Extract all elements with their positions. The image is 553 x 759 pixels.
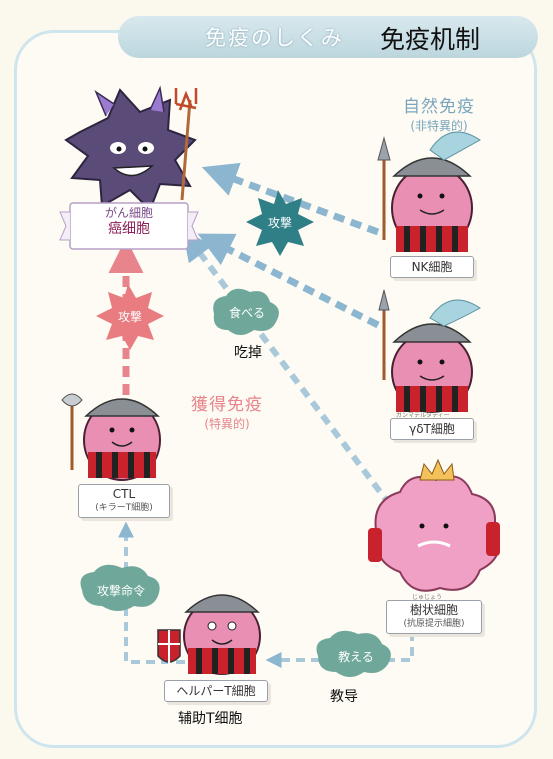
innate-subtitle: (非特異的) (410, 119, 468, 133)
title-band (118, 16, 538, 58)
dendritic-ruby: じゅじょう (412, 594, 443, 601)
teach-caption-cn: 教导 (330, 689, 358, 705)
helper-cell-illustration (157, 594, 261, 675)
title-chinese: 免疫机制 (380, 25, 481, 54)
arrow-nk-to-cancer (201, 162, 380, 236)
command-text: 攻撃命令 (96, 584, 145, 598)
ctl-cell-label: CTL (キラーT細胞) (78, 484, 170, 518)
arrow-gamma-delta-to-cancer (197, 233, 380, 329)
dendritic-cell-label: 樹状細胞 (抗原提示細胞) (386, 600, 482, 634)
gamma-delta-cell-illustration (378, 289, 481, 413)
cancer-label-jp: がん細胞 (104, 206, 153, 220)
nk-cell-label: NK細胞 (390, 256, 474, 278)
command-cloud (80, 564, 160, 611)
nk-label-jp: NK細胞 (411, 260, 453, 274)
teach-cloud (316, 630, 391, 677)
innate-immunity-heading: 自然免疫 (非特異的) (384, 92, 494, 134)
arrow-dendritic-eats-cancer (182, 230, 393, 507)
ctl-cell-illustration (61, 393, 161, 481)
eat-text: 食べる (228, 306, 265, 320)
adaptive-immunity-heading: 獲得免疫 (特異的) (172, 390, 282, 432)
ctl-label-jp: CTL (112, 487, 136, 501)
attack-burst-ctl (96, 284, 164, 350)
helper-caption-cn: 辅助T细胞 (178, 711, 243, 727)
ctl-label-sub: (キラーT細胞) (95, 503, 153, 513)
cancer-label-cn: 癌细胞 (108, 221, 150, 237)
attack-innate-text: 攻撃 (267, 216, 292, 230)
attack-ctl-text: 攻撃 (117, 310, 142, 324)
gamma-delta-ruby: ガンマデルタティー (396, 412, 450, 419)
cancer-cell-label: がん細胞 癌细胞 (78, 206, 180, 246)
dendritic-label-sub: (抗原提示細胞) (403, 619, 465, 629)
cancer-label-ribbon (59, 202, 199, 250)
cancer-cell-illustration (64, 85, 198, 212)
eat-caption-cn: 吃掉 (234, 345, 262, 361)
helper-cell-label: ヘルパーT細胞 (164, 680, 268, 702)
attack-burst-innate (246, 190, 314, 256)
gamma-delta-cell-label: γδT細胞 (390, 418, 474, 440)
teach-text: 教える (338, 650, 374, 664)
gamma-delta-label-jp: γδT細胞 (409, 422, 455, 436)
helper-label-jp: ヘルパーT細胞 (176, 684, 256, 698)
adaptive-title: 獲得免疫 (191, 395, 263, 415)
dendritic-cell-illustration (368, 458, 500, 592)
title-japanese: 免疫のしくみ (205, 26, 344, 50)
eat-cloud (213, 288, 279, 335)
dendritic-label-jp: 樹状細胞 (409, 603, 458, 617)
adaptive-subtitle: (特異的) (204, 417, 250, 431)
nk-cell-illustration (377, 131, 481, 252)
innate-title: 自然免疫 (403, 97, 475, 117)
